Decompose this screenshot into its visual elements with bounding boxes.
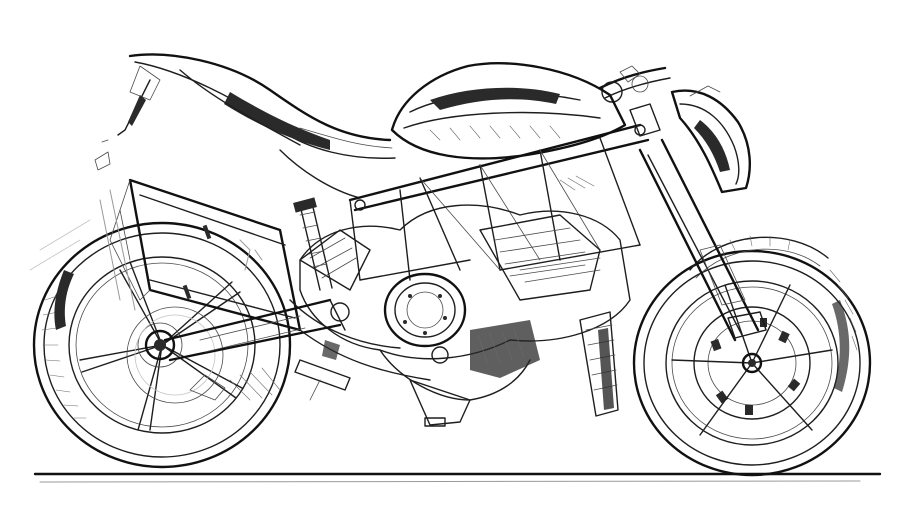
tail-fragment — [94, 139, 111, 171]
footpeg — [294, 340, 351, 401]
trellis-frame — [348, 123, 650, 281]
shading-strokes — [29, 175, 595, 401]
headlight-cowl — [670, 85, 751, 194]
rear-wheel — [32, 221, 292, 469]
oil-cooler — [579, 311, 619, 417]
exhaust — [99, 178, 431, 381]
engine — [299, 204, 631, 427]
swingarm — [163, 298, 350, 362]
rear-shock — [293, 197, 333, 291]
seat-tail — [117, 53, 396, 199]
fuel-tank — [390, 62, 627, 160]
front-wheel — [632, 249, 872, 477]
front-fork — [638, 138, 767, 342]
